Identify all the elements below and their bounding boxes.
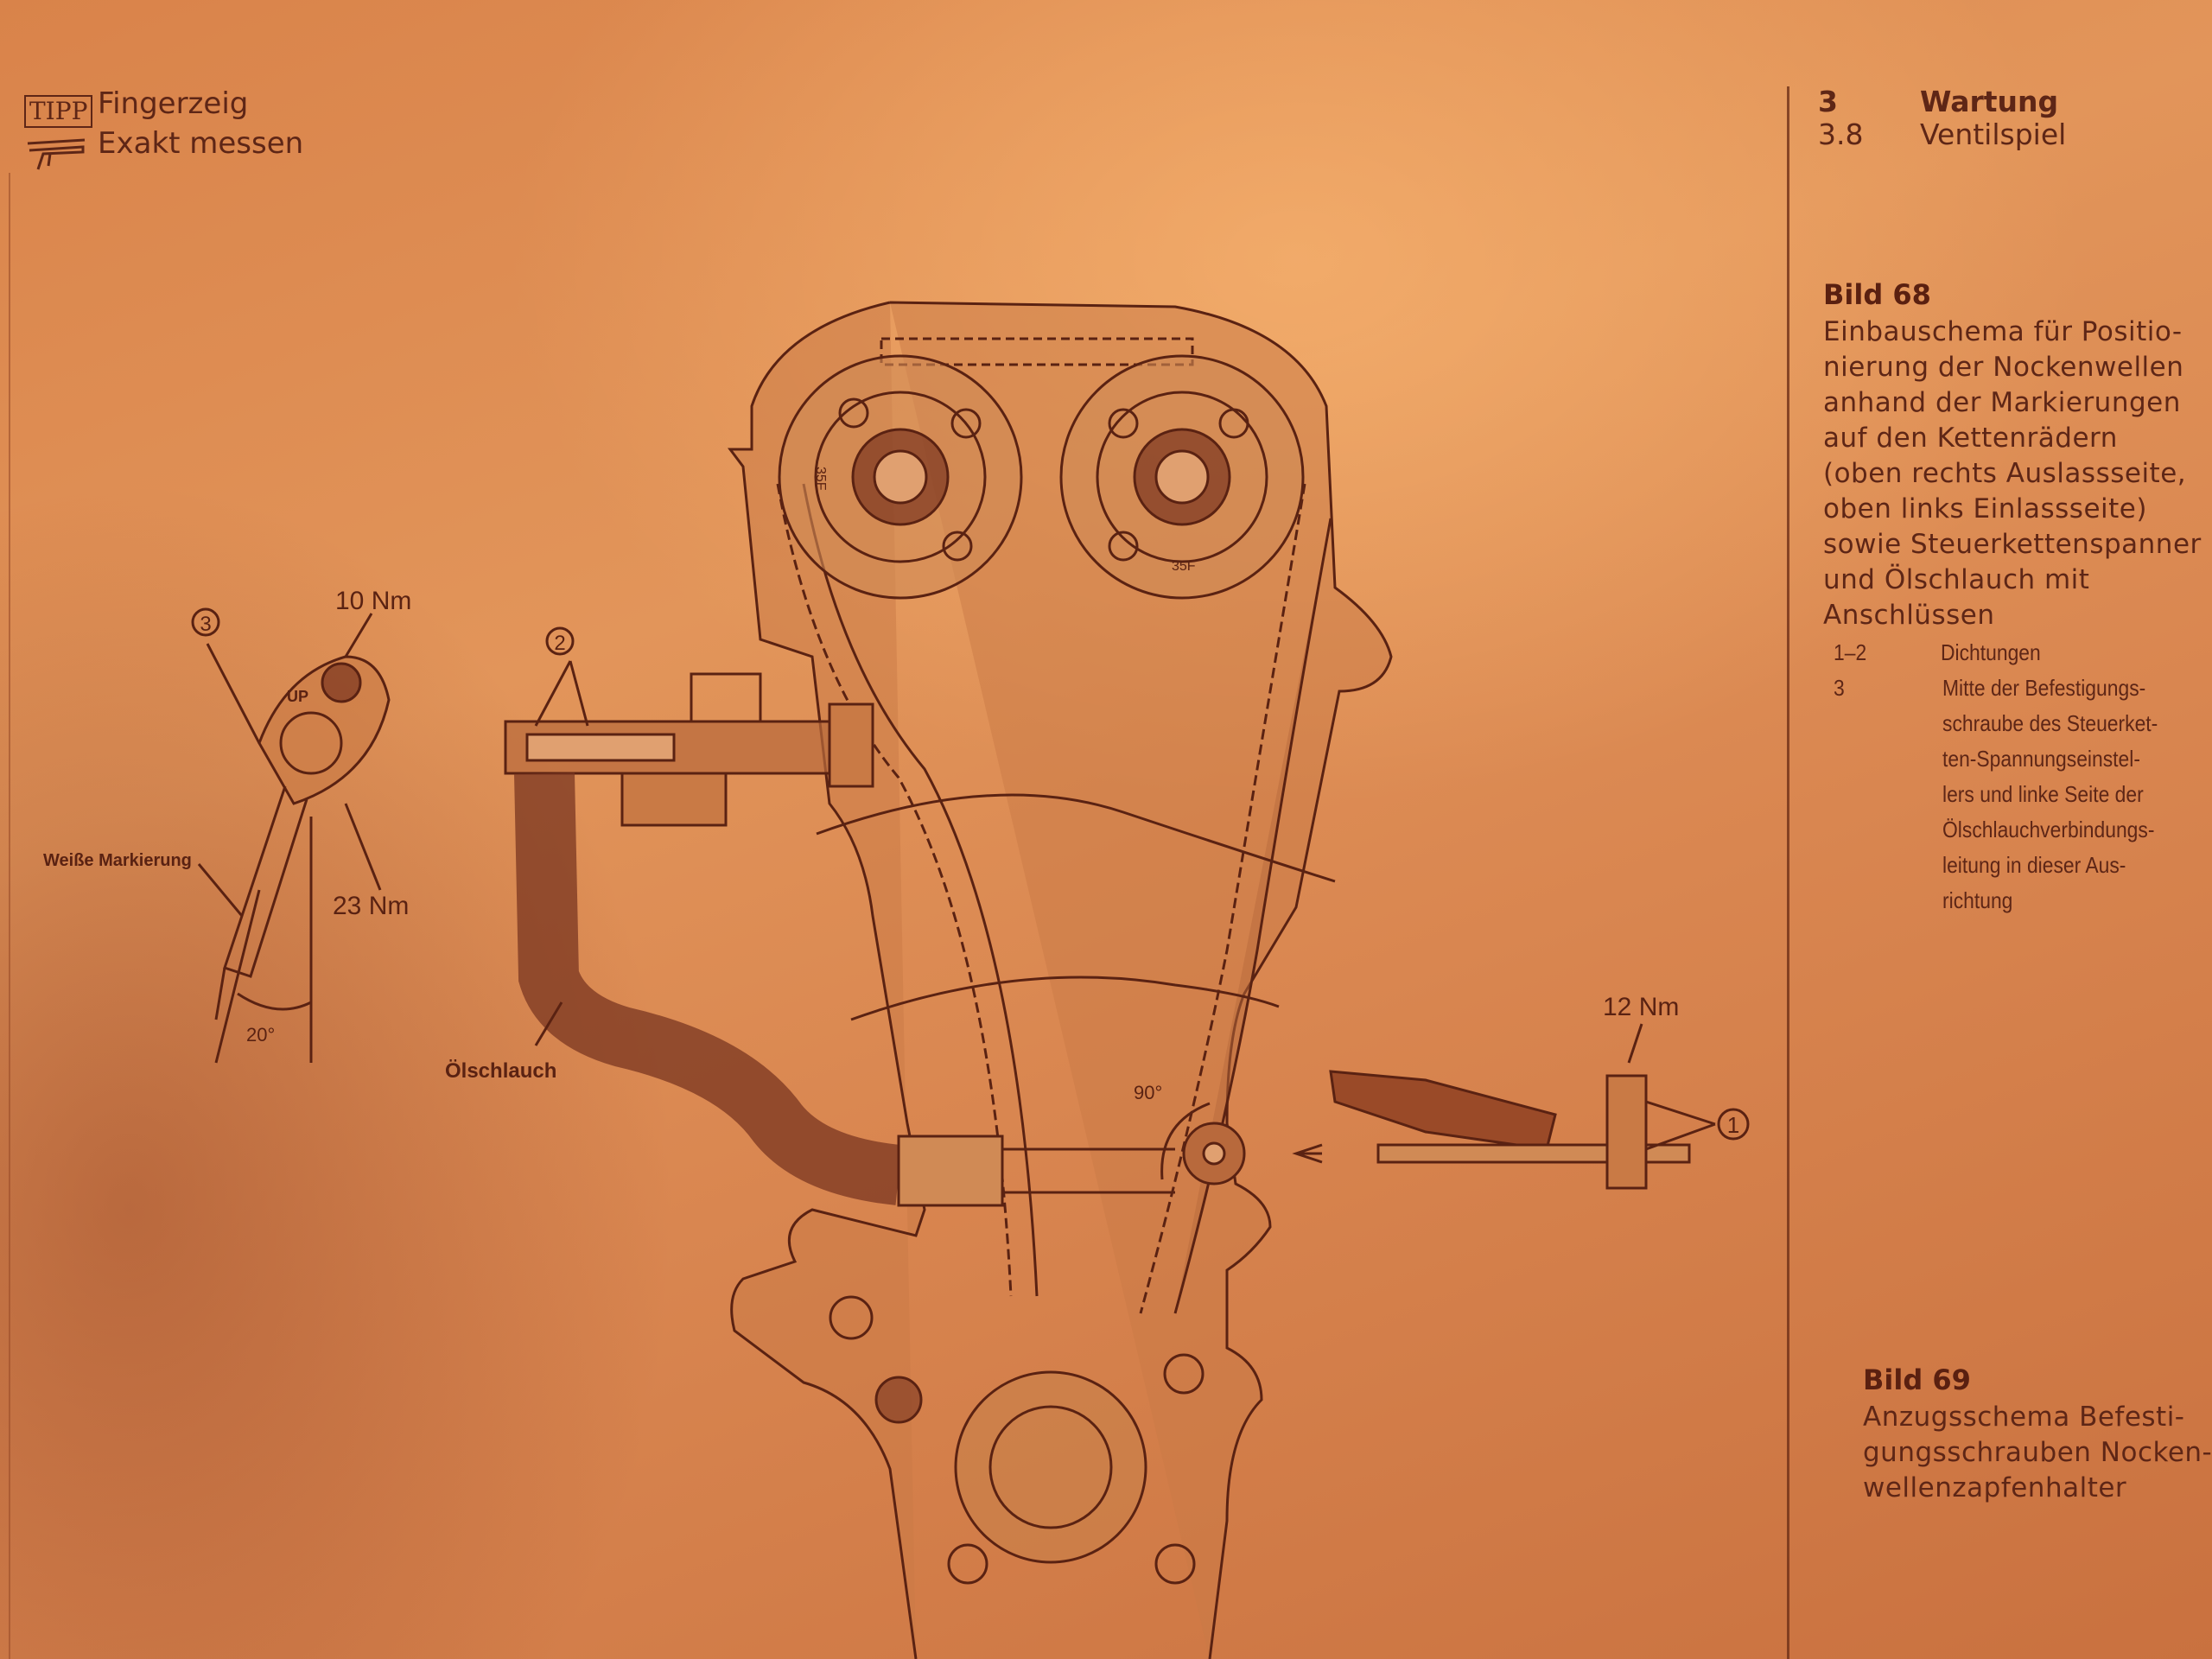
intake-camshaft-sprocket (778, 354, 1023, 600)
leader-lines-right (1627, 1023, 1716, 1151)
legend-key-1-2: 1–2 (1834, 639, 1867, 665)
chain-tensioner (504, 672, 874, 827)
banjo-fitting (1605, 1074, 1648, 1190)
angle-20: 20° (246, 1024, 275, 1046)
direction-arrow (1292, 1143, 1323, 1164)
timing-chain-diagram: 3 2 1 10 Nm 23 Nm 12 Nm UP Weiße Markier… (43, 301, 1750, 1659)
page-edge (9, 173, 10, 1659)
figure69-title: Bild 69 (1863, 1363, 1971, 1396)
figure69-caption: Anzugsschema Befesti- gungsschrauben Noc… (1863, 1400, 2212, 1506)
section-number: 3.8 (1818, 118, 1864, 151)
torque-12-nm: 12 Nm (1603, 993, 1679, 1021)
legend-line: ten-Spannungseinstel- (1942, 746, 2140, 772)
angle-90: 90° (1134, 1082, 1162, 1103)
chapter-title: Wartung (1920, 85, 2059, 118)
caption-line: und Ölschlauch mit (1823, 564, 2090, 595)
torque-23-nm: 23 Nm (333, 892, 409, 920)
legend-key-3: 3 (1834, 675, 1845, 701)
tip-exakt-messen: Exakt messen (98, 126, 304, 161)
caption-line: sowie Steuerkettenspanner (1823, 529, 2202, 560)
legend-line: leitung in dieser Aus- (1942, 852, 2126, 878)
callout-2: 2 (554, 632, 565, 655)
up-mark: UP (287, 688, 308, 705)
caption-line: Anschlüssen (1823, 600, 1995, 631)
section-break-lower (850, 976, 1280, 1021)
torque-10-nm: 10 Nm (335, 587, 411, 615)
caption-line: (oben rechts Auslassseite, (1823, 458, 2187, 489)
caption-line: oben links Einlassseite) (1823, 493, 2147, 524)
chain-guide-right-inner (1173, 518, 1332, 1314)
timing-chain-top (880, 337, 1194, 366)
white-mark-label: Weiße Markierung (43, 851, 192, 870)
legend-text-3: Mitte der Befestigungs- schraube des Ste… (1942, 671, 2158, 918)
angle-20-arc (237, 992, 312, 1011)
callout-3-circle (191, 607, 220, 637)
caption-line: anhand der Markierungen (1823, 387, 2181, 418)
chain-guide-left (776, 483, 1013, 1297)
banjo-bolt-bore (1202, 1141, 1226, 1166)
exhaust-camshaft-sprocket (1059, 354, 1305, 600)
callout-2-circle (545, 626, 575, 656)
caption-line: Anzugsschema Befesti- (1863, 1402, 2185, 1433)
oil-line (1002, 1147, 1175, 1194)
tipp-icon-label: TIPP (24, 95, 93, 128)
sprocket-mark-right: 35F (1172, 559, 1196, 574)
legend-line: Ölschlauchverbindungs- (1942, 817, 2155, 842)
tipp-icon: TIPP (24, 95, 93, 128)
caption-line: gungsschrauben Nocken- (1863, 1437, 2212, 1468)
caption-line: wellenzapfenhalter (1863, 1472, 2127, 1503)
figure68-caption: Einbauschema für Positio- nierung der No… (1823, 315, 2202, 633)
callout-1: 1 (1727, 1112, 1739, 1138)
tip-fingerzeig: Fingerzeig (98, 86, 249, 121)
chain-guide-right (1139, 483, 1306, 1314)
column-rule (1787, 86, 1789, 1659)
chapter-number: 3 (1818, 85, 1838, 118)
legend-line: Mitte der Befestigungs- (1942, 675, 2146, 701)
crankshaft-sprocket (829, 1295, 1205, 1585)
sprocket-mark-left: 35F (813, 467, 828, 491)
chain-guide-left-inner (802, 483, 1039, 1297)
angle-90-arc (1160, 1102, 1211, 1180)
section-title: Ventilspiel (1920, 118, 2067, 151)
oil-hose-fitting (897, 1135, 1004, 1207)
callout-1-circle (1717, 1108, 1750, 1141)
caliper-icon (26, 138, 86, 173)
oil-hose-end (1329, 1070, 1557, 1151)
figure68-title: Bild 68 (1823, 278, 1931, 311)
legend-line: richtung (1942, 887, 2013, 913)
caption-line: nierung der Nockenwellen (1823, 352, 2184, 383)
timing-cover-outline (728, 301, 1393, 1659)
oil-hose (514, 772, 902, 1205)
caption-line: Einbauschema für Positio- (1823, 316, 2183, 347)
legend-line: schraube des Steuerket- (1942, 710, 2158, 736)
legend-line: lers und linke Seite der (1942, 781, 2144, 807)
section-break-upper (816, 793, 1336, 883)
callout-3: 3 (200, 613, 211, 636)
legend-text: Dichtungen (1941, 639, 2041, 665)
leader-lines-left (534, 660, 589, 1046)
tensioner-adjuster-detail (197, 613, 391, 1064)
caption-line: auf den Kettenrädern (1823, 423, 2118, 454)
oil-hose-label: Ölschlauch (445, 1059, 556, 1083)
